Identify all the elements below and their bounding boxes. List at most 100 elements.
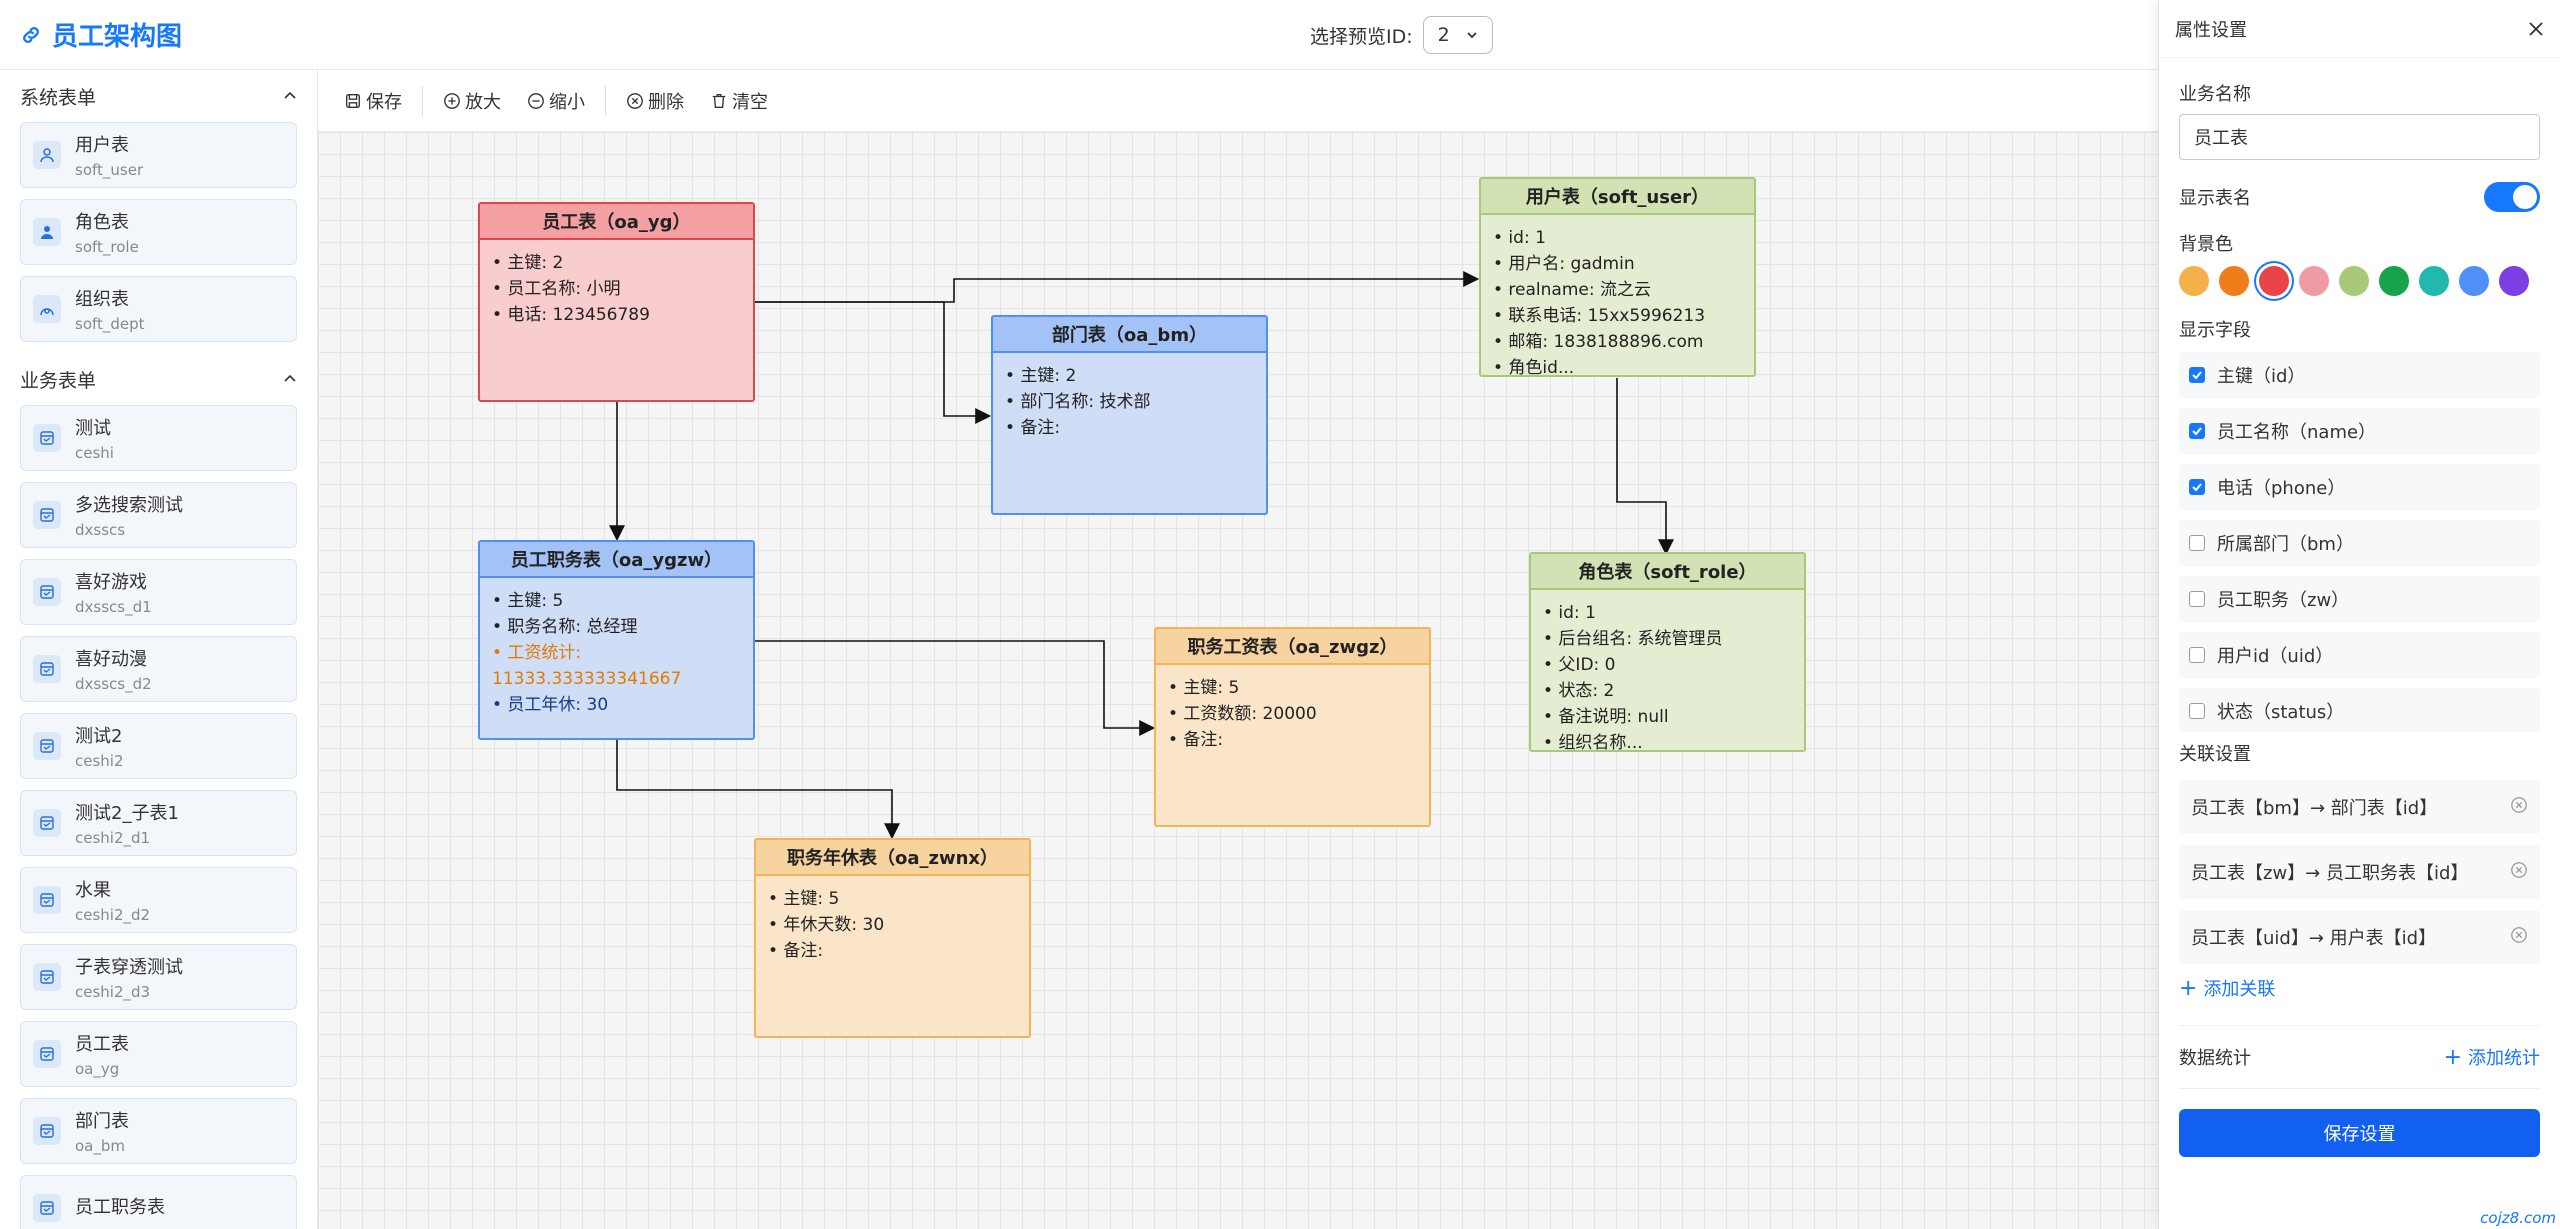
add-stats-label: 添加统计	[2468, 1048, 2540, 1069]
color-swatch[interactable]	[2379, 266, 2409, 296]
field-label: 电话（phone）	[2217, 478, 2346, 499]
sidebar-item-label: 测试2	[75, 726, 123, 747]
color-swatch[interactable]	[2499, 266, 2529, 296]
table-node-field: • 角色id...	[1493, 358, 1575, 377]
sidebar-item-code: ceshi2_d2	[75, 906, 151, 924]
color-swatch[interactable]	[2259, 266, 2289, 296]
diagram-canvas[interactable]: 员工表（oa_yg）• 主键: 2• 员工名称: 小明• 电话: 1234567…	[318, 132, 2158, 1229]
table-node-field: • 备注:	[1168, 730, 1224, 750]
preview-id-select[interactable]: 2	[1422, 16, 1493, 54]
field-checkbox[interactable]	[2189, 703, 2205, 719]
table-node[interactable]: 职务工资表（oa_zwgz）• 主键: 5• 工资数额: 20000• 备注:	[1154, 627, 1431, 827]
table-node-field: • 父ID: 0	[1543, 655, 1616, 675]
sidebar-item-label: 员工表	[75, 1034, 129, 1055]
table-node-field: 11333.333333341667	[492, 669, 682, 689]
table-node[interactable]: 职务年休表（oa_zwnx）• 主键: 5• 年休天数: 30• 备注:	[754, 838, 1031, 1038]
field-option[interactable]: 用户id（uid）	[2179, 632, 2540, 678]
zoom-out-button[interactable]: 缩小	[517, 83, 595, 119]
sidebar-group-header[interactable]: 系统表单	[0, 70, 317, 122]
form-icon	[33, 1040, 61, 1068]
remove-relation-icon[interactable]	[2510, 926, 2528, 949]
relation-item: 员工表【uid】→ 用户表【id】	[2179, 910, 2540, 964]
field-option[interactable]: 员工职务（zw）	[2179, 576, 2540, 622]
field-option[interactable]: 所属部门（bm）	[2179, 520, 2540, 566]
fields-label: 显示字段	[2179, 320, 2251, 341]
user-icon	[33, 141, 61, 169]
save-settings-button[interactable]: 保存设置	[2179, 1109, 2540, 1157]
field-checkbox[interactable]	[2189, 423, 2205, 439]
table-node[interactable]: 角色表（soft_role）• id: 1• 后台组名: 系统管理员• 父ID:…	[1529, 552, 1806, 752]
field-option[interactable]: 主键（id）	[2179, 352, 2540, 398]
color-swatch[interactable]	[2419, 266, 2449, 296]
table-node-body: • 主键: 5• 职务名称: 总经理• 工资统计:11333.333333341…	[480, 578, 753, 728]
field-checkbox[interactable]	[2189, 647, 2205, 663]
sidebar-item[interactable]: 员工职务表	[20, 1175, 297, 1229]
sidebar-group-title: 业务表单	[20, 369, 97, 392]
stats-label: 数据统计	[2179, 1048, 2251, 1069]
field-checkbox[interactable]	[2189, 591, 2205, 607]
field-label: 员工职务（zw）	[2217, 590, 2350, 611]
table-node-title: 职务年休表（oa_zwnx）	[756, 840, 1029, 876]
color-swatch[interactable]	[2299, 266, 2329, 296]
clear-button[interactable]: 清空	[700, 83, 778, 119]
add-relation-button[interactable]: + 添加关联	[2179, 975, 2540, 1001]
sidebar-item-text: 员工职务表	[75, 1193, 165, 1223]
remove-relation-icon[interactable]	[2510, 796, 2528, 819]
biz-name-input[interactable]: 员工表	[2179, 114, 2540, 160]
minus-circle-icon	[528, 92, 544, 109]
remove-relation-icon[interactable]	[2510, 861, 2528, 884]
delete-button[interactable]: 删除	[616, 83, 694, 119]
field-option[interactable]: 员工名称（name）	[2179, 408, 2540, 454]
color-swatch[interactable]	[2339, 266, 2369, 296]
check-icon	[2192, 427, 2202, 436]
sidebar-group-header[interactable]: 业务表单	[0, 353, 317, 405]
plus-circle-icon	[444, 92, 460, 109]
field-option[interactable]: 状态（status）	[2179, 688, 2540, 732]
table-node-title: 员工表（oa_yg）	[480, 204, 753, 240]
table-node[interactable]: 员工表（oa_yg）• 主键: 2• 员工名称: 小明• 电话: 1234567…	[478, 202, 755, 402]
table-node[interactable]: 用户表（soft_user）• id: 1• 用户名: gadmin• real…	[1479, 177, 1756, 377]
table-node[interactable]: 员工职务表（oa_ygzw）• 主键: 5• 职务名称: 总经理• 工资统计:1…	[478, 540, 755, 740]
trash-icon	[712, 93, 726, 108]
table-node[interactable]: 部门表（oa_bm）• 主键: 2• 部门名称: 技术部• 备注:	[991, 315, 1268, 515]
field-checkbox[interactable]	[2189, 535, 2205, 551]
preview-label: 选择预览ID:	[1310, 25, 1413, 48]
color-swatch[interactable]	[2459, 266, 2489, 296]
biz-name-label: 业务名称	[2179, 84, 2251, 105]
field-label: 状态（status）	[2217, 702, 2345, 723]
relation-settings-label: 关联设置	[2179, 744, 2251, 765]
sidebar-item-code: dxsscs_d2	[75, 675, 152, 693]
color-swatches	[2179, 266, 2540, 296]
plus-icon: +	[2179, 975, 2198, 1001]
field-option[interactable]: 电话（phone）	[2179, 464, 2540, 510]
color-swatch[interactable]	[2219, 266, 2249, 296]
link-icon	[23, 26, 39, 43]
save-button[interactable]: 保存	[334, 83, 412, 119]
table-node-title: 角色表（soft_role）	[1531, 554, 1804, 590]
field-checkbox[interactable]	[2189, 367, 2205, 383]
zoom-in-button[interactable]: 放大	[433, 83, 511, 119]
add-stats-button[interactable]: + 添加统计	[2444, 1044, 2540, 1070]
close-icon[interactable]	[2528, 21, 2544, 37]
show-table-name-toggle[interactable]	[2484, 182, 2540, 212]
field-checkbox[interactable]	[2189, 479, 2205, 495]
color-swatch[interactable]	[2179, 266, 2209, 296]
